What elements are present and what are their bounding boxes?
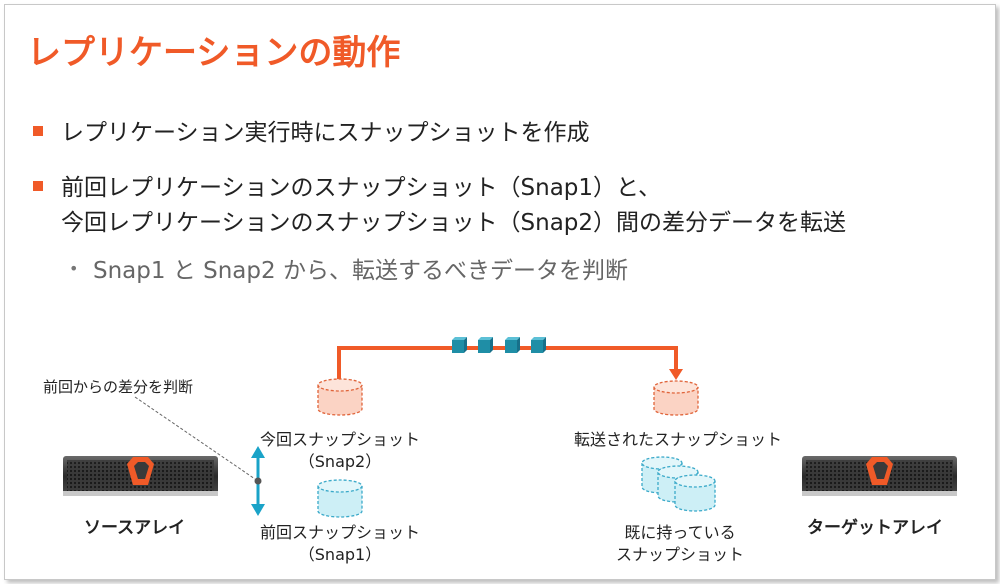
snap2-cylinder xyxy=(317,378,363,416)
target-array-icon xyxy=(802,456,957,496)
transfer-path xyxy=(337,346,678,383)
bullet-2-line-2: 今回レプリケーションのスナップショット（Snap2）間の差分データを転送 xyxy=(61,210,847,236)
snap1-label-line1: 前回スナップショット xyxy=(259,523,420,542)
existing-snapshot-label-line2: スナップショット xyxy=(615,545,744,564)
existing-snapshots-cylinders xyxy=(641,456,716,512)
bullet-1-text: レプリケーション実行時にスナップショットを作成 xyxy=(61,120,590,146)
snap2-label-line1: 今回スナップショット xyxy=(259,430,420,449)
bullet-marker xyxy=(33,126,43,136)
compare-double-arrow xyxy=(251,446,265,516)
data-blocks xyxy=(452,337,546,353)
bullet-marker xyxy=(33,181,43,191)
snap2-label-line2: （Snap2） xyxy=(298,452,382,471)
diff-note-label: 前回からの差分を判断 xyxy=(43,378,194,396)
target-array-label: ターゲットアレイ xyxy=(807,518,943,538)
note-leader-line xyxy=(134,396,256,480)
slide: レプリケーションの動作 レプリケーション実行時にスナップショットを作成 前回レプ… xyxy=(4,4,996,580)
snap1-label-line2: （Snap1） xyxy=(298,545,382,564)
transfer-arrowhead xyxy=(669,369,683,380)
sub-bullet-marker: • xyxy=(69,259,79,278)
replication-diagram xyxy=(63,337,957,518)
existing-snapshot-label-line1: 既に持っている xyxy=(624,523,736,542)
source-array-icon xyxy=(63,456,218,496)
slide-title: レプリケーションの動作 xyxy=(27,33,401,73)
source-array-label: ソースアレイ xyxy=(84,518,186,538)
bullet-2-line-1: 前回レプリケーションのスナップショット（Snap1）と、 xyxy=(61,175,662,201)
snap1-cylinder xyxy=(317,479,363,518)
sub-bullet-text: Snap1 と Snap2 から、転送するべきデータを判断 xyxy=(93,258,628,284)
transferred-snapshot-label: 転送されたスナップショット xyxy=(573,430,782,449)
transferred-cylinder xyxy=(653,380,699,416)
